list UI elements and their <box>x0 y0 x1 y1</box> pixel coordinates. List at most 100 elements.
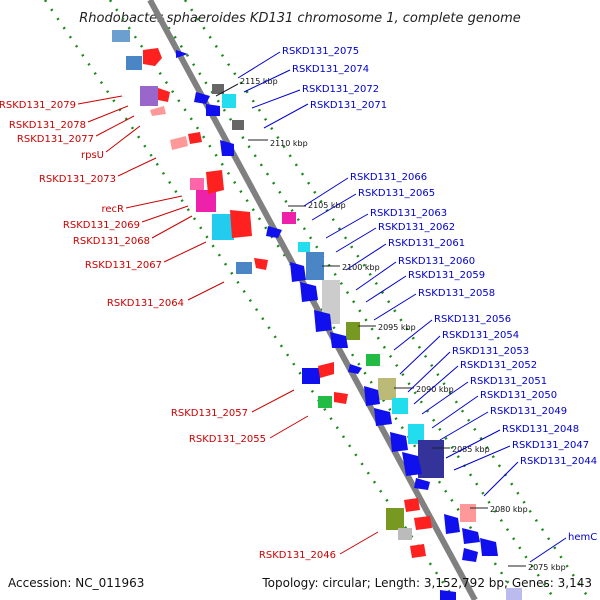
gene-label-left[interactable]: rpsU <box>81 150 104 161</box>
gene-label-right[interactable]: RSKD131_2060 <box>398 256 475 267</box>
gene-feature[interactable] <box>404 498 420 512</box>
gene-label-right[interactable]: RSKD131_2051 <box>470 376 547 387</box>
gene-label-right[interactable]: RSKD131_2075 <box>282 46 359 57</box>
gene-label-right[interactable]: RSKD131_2056 <box>434 314 511 325</box>
gene-feature[interactable] <box>176 50 188 58</box>
gene-label-right[interactable]: RSKD131_2048 <box>502 424 579 435</box>
gene-label-left[interactable]: RSKD131_2055 <box>189 434 266 445</box>
gene-feature[interactable] <box>212 84 224 94</box>
gene-feature[interactable] <box>196 190 216 212</box>
gene-label-right[interactable]: RSKD131_2044 <box>520 456 597 467</box>
gene-feature[interactable] <box>378 378 396 400</box>
gene-label-left[interactable]: RSKD131_2064 <box>107 298 184 309</box>
gene-label-right[interactable]: RSKD131_2059 <box>408 270 485 281</box>
gene-label-right[interactable]: RSKD131_2066 <box>350 172 427 183</box>
gene-feature[interactable] <box>282 212 296 224</box>
gene-feature[interactable] <box>322 280 340 324</box>
gene-feature[interactable] <box>222 94 236 108</box>
gene-feature[interactable] <box>392 398 408 414</box>
gene-feature[interactable] <box>398 528 412 540</box>
gene-feature[interactable] <box>230 210 252 238</box>
gene-feature[interactable] <box>414 516 432 530</box>
kbp-label: 2075 kbp <box>528 563 566 572</box>
gene-feature[interactable] <box>460 504 476 522</box>
gene-feature[interactable] <box>194 92 210 104</box>
gene-feature[interactable] <box>410 544 426 558</box>
gene-label-right[interactable]: RSKD131_2049 <box>490 406 567 417</box>
gene-feature[interactable] <box>318 396 332 408</box>
gene-feature[interactable] <box>112 30 130 42</box>
gene-label-right[interactable]: RSKD131_2053 <box>452 346 529 357</box>
gene-label-left[interactable]: RSKD131_2046 <box>259 550 336 561</box>
gene-label-left[interactable]: RSKD131_2057 <box>171 408 248 419</box>
gene-feature[interactable] <box>440 590 456 600</box>
kbp-label: 2100 kbp <box>342 263 380 272</box>
gene-feature[interactable] <box>212 214 234 240</box>
gene-feature[interactable] <box>374 408 392 426</box>
gene-label-left[interactable]: recR <box>102 204 125 215</box>
gene-feature[interactable] <box>298 242 310 252</box>
gene-feature[interactable] <box>206 104 220 116</box>
gene-feature[interactable] <box>232 120 244 130</box>
gene-feature[interactable] <box>143 48 162 66</box>
gene-label-right[interactable]: RSKD131_2074 <box>292 64 369 75</box>
gene-feature[interactable] <box>364 386 380 406</box>
gene-feature[interactable] <box>506 588 522 600</box>
gene-feature[interactable] <box>206 170 224 194</box>
gene-feature[interactable] <box>318 362 334 378</box>
gene-label-left[interactable]: RSKD131_2079 <box>0 100 76 111</box>
gene-feature[interactable] <box>408 424 424 444</box>
gene-feature[interactable] <box>346 322 360 340</box>
gene-feature[interactable] <box>220 140 234 156</box>
gene-feature[interactable] <box>334 392 348 404</box>
gene-feature[interactable] <box>418 440 444 478</box>
gene-feature[interactable] <box>290 262 306 282</box>
gene-label-right[interactable]: RSKD131_2052 <box>460 360 537 371</box>
gene-label-right[interactable]: RSKD131_2062 <box>378 222 455 233</box>
gene-label-right[interactable]: RSKD131_2065 <box>358 188 435 199</box>
gene-feature[interactable] <box>190 178 204 190</box>
gene-label-left[interactable]: RSKD131_2069 <box>63 220 140 231</box>
gene-feature[interactable] <box>126 56 142 70</box>
gene-label-left[interactable]: RSKD131_2077 <box>17 134 94 145</box>
gene-feature[interactable] <box>414 478 430 490</box>
gene-feature[interactable] <box>348 364 362 374</box>
gene-feature[interactable] <box>170 136 188 150</box>
gene-label-right[interactable]: RSKD131_2050 <box>480 390 557 401</box>
gene-feature[interactable] <box>150 106 166 116</box>
gene-feature[interactable] <box>266 226 282 238</box>
gene-feature[interactable] <box>302 368 320 384</box>
gene-label-right[interactable]: hemC <box>568 532 597 543</box>
gene-feature[interactable] <box>300 282 318 302</box>
gene-feature[interactable] <box>188 132 202 144</box>
gene-label-right[interactable]: RSKD131_2047 <box>512 440 589 451</box>
gene-feature[interactable] <box>314 310 332 332</box>
accession-text: Accession: NC_011963 <box>8 576 144 590</box>
gene-feature[interactable] <box>390 432 408 452</box>
gene-label-right[interactable]: RSKD131_2061 <box>388 238 465 249</box>
gene-feature[interactable] <box>386 508 404 530</box>
gene-label-right[interactable]: RSKD131_2071 <box>310 100 387 111</box>
gene-feature[interactable] <box>444 514 460 534</box>
gene-feature[interactable] <box>140 86 158 106</box>
gene-feature[interactable] <box>330 332 348 348</box>
gene-feature[interactable] <box>462 548 478 562</box>
right-connectors <box>237 51 567 563</box>
gene-feature[interactable] <box>366 354 380 366</box>
right-strand-features <box>176 50 522 600</box>
gene-label-left[interactable]: RSKD131_2078 <box>9 120 86 131</box>
gene-label-right[interactable]: RSKD131_2063 <box>370 208 447 219</box>
gene-label-right[interactable]: RSKD131_2054 <box>442 330 519 341</box>
gene-feature[interactable] <box>462 528 480 544</box>
gene-label-right[interactable]: RSKD131_2072 <box>302 84 379 95</box>
gene-feature[interactable] <box>480 538 498 556</box>
gene-feature[interactable] <box>236 262 252 274</box>
gene-feature[interactable] <box>306 252 324 280</box>
gene-feature[interactable] <box>254 258 268 270</box>
gene-label-left[interactable]: RSKD131_2073 <box>39 174 116 185</box>
gene-feature[interactable] <box>402 452 422 476</box>
gene-feature[interactable] <box>158 88 170 102</box>
gene-label-right[interactable]: RSKD131_2058 <box>418 288 495 299</box>
gene-label-left[interactable]: RSKD131_2067 <box>85 260 162 271</box>
gene-label-left[interactable]: RSKD131_2068 <box>73 236 150 247</box>
